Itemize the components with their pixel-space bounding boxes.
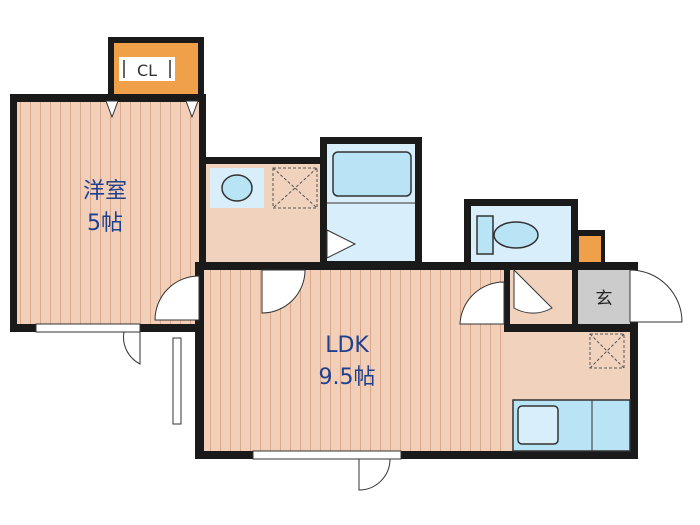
hallway-door-icon — [459, 281, 505, 325]
front-door-icon — [629, 269, 683, 323]
bathroom — [320, 137, 422, 268]
closet-label-box — [119, 57, 175, 81]
kitchen-sink-icon — [517, 405, 559, 445]
ldk-bottom-door-icon — [358, 458, 391, 491]
ldk-room: 玄 LDK 9.5帖 — [172, 262, 638, 460]
western-room-size: 5帖 — [87, 211, 123, 236]
washer-space — [272, 167, 318, 209]
western-room-window — [35, 323, 141, 333]
bathroom-door-icon — [326, 229, 357, 259]
ldk-size: 9.5帖 — [319, 365, 376, 390]
toilet-room-right — [464, 199, 578, 272]
entrance-floor — [578, 270, 630, 324]
closet-door-left — [105, 100, 119, 119]
toilet-door-icon — [513, 268, 553, 314]
bathtub-icon — [332, 151, 412, 197]
western-room-floor — [17, 102, 199, 324]
ldk-name: LDK — [325, 333, 369, 358]
ldk-floor-wood — [204, 270, 504, 451]
entrance-label: 玄 — [596, 289, 613, 309]
washroom-door-icon — [261, 269, 306, 314]
door-swings — [123, 268, 683, 491]
pipe-space — [579, 236, 601, 262]
toilet-room-left — [199, 157, 327, 269]
ldk-window-left — [172, 337, 182, 425]
closet-door-right — [185, 100, 199, 119]
western-room-door-icon — [154, 275, 200, 321]
western-room-balcony-door-icon — [123, 331, 141, 365]
closet: CL — [108, 37, 204, 97]
western-room-name: 洋室 — [83, 179, 127, 204]
toilet-bowl-icon — [493, 221, 539, 249]
fridge-space — [589, 333, 625, 369]
washbasin-icon — [221, 174, 253, 202]
ldk-window-bottom — [252, 450, 402, 460]
closet-label: CL — [137, 61, 157, 80]
toilet-tank-icon — [476, 215, 494, 255]
